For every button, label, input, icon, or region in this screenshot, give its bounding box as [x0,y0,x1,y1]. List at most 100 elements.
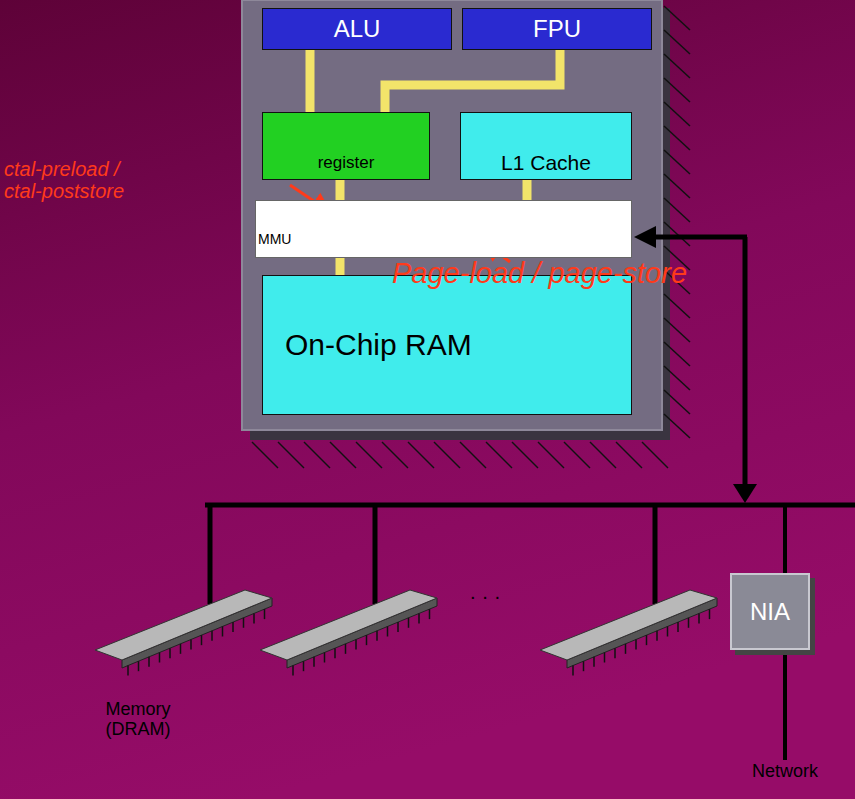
pin-stroke [330,442,356,468]
module-pin [677,622,679,632]
pin-stroke [664,318,690,342]
module-pin [698,613,700,623]
module-pin [159,653,161,663]
pin-stroke [664,54,690,78]
pin-stroke [664,390,690,414]
pin-stroke [664,150,690,174]
module-pin [222,626,224,636]
module-pin [190,639,192,649]
module-pin [201,635,203,645]
pin-stroke [664,174,690,198]
pin-stroke [664,102,690,126]
module-pin [148,657,150,667]
chip-package [242,0,690,468]
pin-stroke [590,442,616,468]
module-pin [303,661,305,671]
pin-stroke [664,222,690,246]
pin-stroke [642,442,668,468]
module-pin [376,631,378,641]
module-pin [334,648,336,658]
pin-stroke [278,442,304,468]
unit-name: NIA [750,598,790,626]
unit-box: ALU [262,8,452,50]
pin-stroke [460,442,486,468]
part-label: Network [735,762,835,782]
pin-stroke [664,198,690,222]
module-pin [324,653,326,663]
pin-stroke [664,294,690,318]
pin-stroke [664,414,690,438]
module-pin [635,639,637,649]
part-label: · · · [455,585,515,607]
unit-box: L1 Cache [460,112,632,180]
module-pin [418,613,420,623]
pin-stroke [512,442,538,468]
unit-box: register [262,112,430,180]
dram-module [260,505,437,676]
bus-link [743,237,748,488]
operation-label: Page-load / page-store [392,258,812,290]
unit-name: FPU [533,15,581,43]
module-pin [429,609,431,619]
unit-name: MMU [258,231,291,247]
module-pin [264,609,266,619]
module-pin [625,644,627,654]
unit-box: FPU [462,8,652,50]
module-pin [169,648,171,658]
pin-stroke [304,442,330,468]
module-pin [593,657,595,667]
pin-stroke [434,442,460,468]
module-pin [646,635,648,645]
pin-stroke [664,126,690,150]
module-pin [387,626,389,636]
pin-stroke [616,442,642,468]
pin-stroke [252,442,278,468]
pin-stroke [664,6,690,30]
module-board [540,590,717,660]
dram-module [540,505,717,676]
data-path [385,50,560,112]
module-board [260,590,437,660]
module-pin [667,626,669,636]
module-pin [253,613,255,623]
unit-box: MMU [255,200,632,258]
pin-stroke [486,442,512,468]
operation-label: ctal-preload / ctal-poststore [4,158,154,202]
pin-stroke [382,442,408,468]
module-pin [211,631,213,641]
module-pin [408,618,410,628]
part-label: Memory (DRAM) [88,700,188,740]
data-path [336,258,345,275]
module-pin [572,666,574,676]
chip-pins [252,6,690,468]
module-pin [180,644,182,654]
module-pin [345,644,347,654]
module-pin [397,622,399,632]
pin-stroke [538,442,564,468]
module-pin [138,661,140,671]
unit-name: register [318,153,375,173]
dram-module [95,505,272,676]
arrow-head [634,226,656,248]
module-pin [313,657,315,667]
pin-stroke [564,442,590,468]
pin-stroke [356,442,382,468]
bus-link [652,235,747,240]
pin-stroke [664,30,690,54]
module-board [95,590,272,660]
module-pin [292,666,294,676]
bus-line [205,503,855,508]
pin-stroke [408,442,434,468]
bus-drop [208,505,213,604]
unit-name: On-Chip RAM [285,328,472,362]
chip-face [242,0,662,430]
module-pin [656,631,658,641]
module-pin [709,609,711,619]
data-path [306,50,315,112]
memory-bus [205,226,855,760]
arrow-head [733,484,757,503]
unit-name: ALU [334,15,381,43]
module-pin [366,635,368,645]
module-pin [127,666,129,676]
